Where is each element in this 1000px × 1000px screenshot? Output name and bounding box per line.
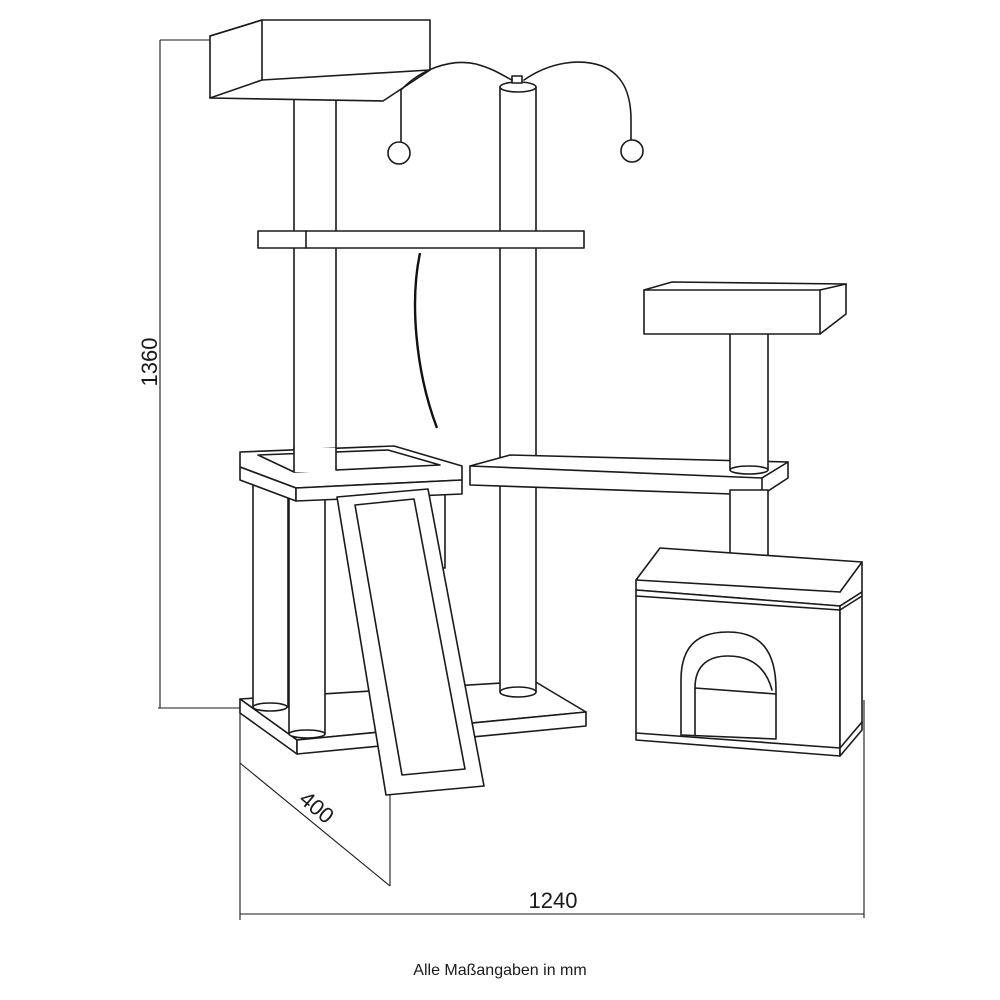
- middle-board: [257, 230, 585, 249]
- top-left-bed: [209, 19, 431, 102]
- post-caps: [252, 702, 288, 712]
- width-label: 1240: [529, 888, 578, 913]
- units-caption: Alle Maßangaben in mm: [413, 962, 587, 979]
- height-label: 1360: [137, 338, 162, 387]
- width-dimension: 1240: [240, 700, 865, 918]
- center-tall-post: [499, 75, 537, 698]
- hanging-rope: [413, 252, 439, 429]
- top-left-post: [293, 79, 337, 481]
- top-right-bed: [643, 281, 847, 335]
- depth-label: 400: [295, 786, 339, 829]
- ramp: [336, 488, 485, 796]
- height-dimension: 1360: [137, 39, 242, 709]
- top-right-post: [729, 329, 769, 570]
- cat-house: [635, 547, 863, 757]
- hanging-toys: [387, 61, 644, 165]
- right-shelf: [469, 454, 789, 496]
